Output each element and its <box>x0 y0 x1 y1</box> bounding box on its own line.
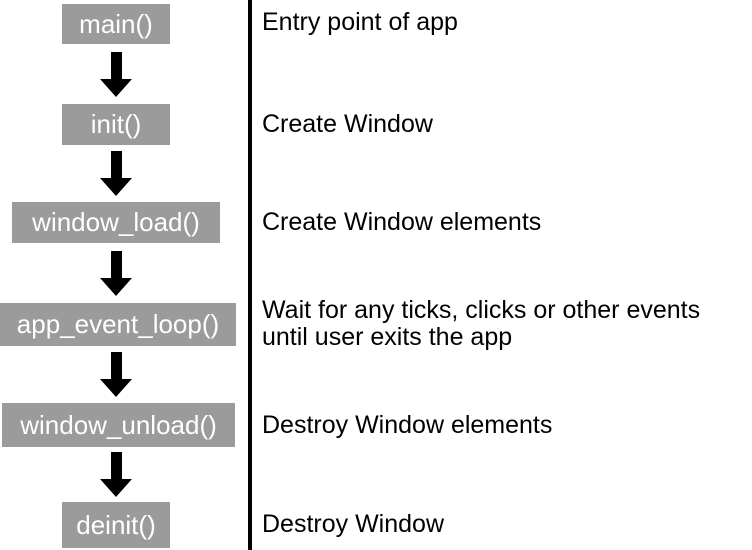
down-arrow-icon <box>100 452 132 497</box>
arrow-head <box>100 479 132 497</box>
flow-box-deinit: deinit() <box>62 502 170 548</box>
step-description-main: Entry point of app <box>262 7 458 36</box>
down-arrow-icon <box>100 352 132 397</box>
flow-box-app-event-loop-label: app_event_loop() <box>16 309 220 339</box>
arrow-head <box>100 178 132 196</box>
flow-box-window-unload-label: window_unload() <box>20 409 217 440</box>
flow-box-window-load-label: window_load() <box>32 207 200 237</box>
down-arrow-icon <box>100 52 132 97</box>
step-description-app-event-loop: Wait for any ticks, clicks or other even… <box>262 296 701 351</box>
arrow-stem <box>110 52 122 79</box>
flow-box-window-load: window_load() <box>12 202 220 243</box>
down-arrow-icon <box>100 151 132 196</box>
arrow-stem <box>110 352 122 379</box>
arrow-head <box>100 79 132 97</box>
flow-box-window-unload: window_unload() <box>2 403 235 447</box>
step-description-window-unload: Destroy Window elements <box>262 410 553 439</box>
down-arrow-icon <box>100 251 132 296</box>
flow-box-init-label: init() <box>90 109 142 139</box>
flow-box-deinit-label: deinit() <box>76 509 156 540</box>
flow-box-app-event-loop: app_event_loop() <box>0 303 236 346</box>
step-description-deinit: Destroy Window <box>262 509 444 538</box>
arrow-stem <box>110 452 122 479</box>
flow-box-main: main() <box>62 4 170 44</box>
arrow-head <box>100 379 132 397</box>
arrow-head <box>100 278 132 296</box>
step-description-init: Create Window <box>262 110 433 138</box>
divider-line <box>248 0 252 550</box>
step-description-window-load: Create Window elements <box>262 208 542 236</box>
arrow-stem <box>110 251 122 278</box>
arrow-stem <box>110 151 122 178</box>
flow-box-main-label: main() <box>79 8 153 39</box>
flow-box-init: init() <box>62 104 170 145</box>
